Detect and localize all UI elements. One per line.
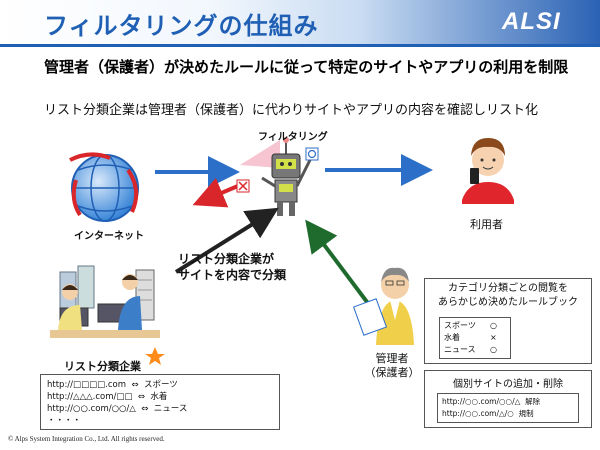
user-label: 利用者 [470, 218, 503, 231]
subline: リスト分類企業は管理者（保護者）に代わりサイトやアプリの内容を確認しリスト化 [44, 103, 539, 118]
site-list-row: http://○○.com/○○/△ ⇔ ニュース [47, 404, 188, 414]
red-blocked-arrow [192, 177, 250, 208]
internet-label: インターネット [74, 231, 144, 242]
globe-icon [69, 152, 139, 222]
admin-label-line1: 管理者 [375, 352, 409, 365]
filter-beam [240, 140, 280, 168]
rulebook-box: カテゴリ分類ごとの閲覧を あらかじめ決めたルールブック スポーツ○ 水着× ニュ… [424, 278, 592, 364]
rulebook-title-line2: あらかじめ決めたルールブック [438, 297, 578, 308]
classify-text: リスト分類企業が サイトを内容で分類 [178, 251, 286, 283]
rulebook-row: ニュース○ [444, 345, 497, 354]
company-label: リスト分類企業 [64, 360, 141, 373]
individual-title: 個別サイトの追加・削除 [453, 379, 563, 390]
admin-person-icon [352, 267, 414, 345]
site-list-row: ・・・・ [47, 416, 82, 426]
rulebook-title: カテゴリ分類ごとの閲覧を あらかじめ決めたルールブック [425, 282, 591, 310]
rulebook-row: スポーツ○ [444, 321, 497, 330]
black-classify-arrow [174, 207, 279, 274]
rulebook-title-line1: カテゴリ分類ごとの閲覧を [448, 283, 568, 294]
site-list-row: http://△△△.com/□□ ⇔ 水着 [47, 392, 168, 402]
site-list-box: http://□□□□.com ⇔ スポーツ http://△△△.com/□□… [40, 374, 280, 430]
individual-row: http://○○.com/○○/△ 解除 [442, 397, 541, 406]
office-workers-icon [50, 265, 160, 338]
individual-inner-box: http://○○.com/○○/△ 解除 http://○○.com/△/○ … [437, 393, 579, 423]
alsi-logo: ALSI [502, 8, 561, 35]
rulebook-row: 水着× [444, 333, 497, 342]
rulebook-inner-box: スポーツ○ 水着× ニュース○ [439, 317, 511, 359]
copyright: © Alps System Integration Co., Ltd. All … [8, 435, 165, 443]
individual-box: 個別サイトの追加・削除 http://○○.com/○○/△ 解除 http:/… [424, 370, 592, 428]
filtering-label: フィルタリング [258, 132, 328, 143]
user-person-icon [462, 138, 514, 204]
individual-row: http://○○.com/△/○ 規制 [442, 409, 534, 418]
star-icon [145, 347, 165, 365]
title-bar [0, 0, 600, 44]
headline: 管理者（保護者）が決めたルールに従って特定のサイトやアプリの利用を制限 [44, 58, 569, 76]
classify-text-line1: リスト分類企業が [178, 252, 275, 266]
robot-icon [261, 137, 319, 216]
site-list-row: http://□□□□.com ⇔ スポーツ [47, 380, 178, 390]
classify-text-line2: サイトを内容で分類 [178, 268, 287, 282]
title-underline [0, 44, 600, 47]
admin-label: 管理者 （保護者） [360, 352, 424, 380]
slide-title: フィルタリングの仕組み [44, 12, 319, 40]
admin-label-line2: （保護者） [364, 366, 420, 379]
